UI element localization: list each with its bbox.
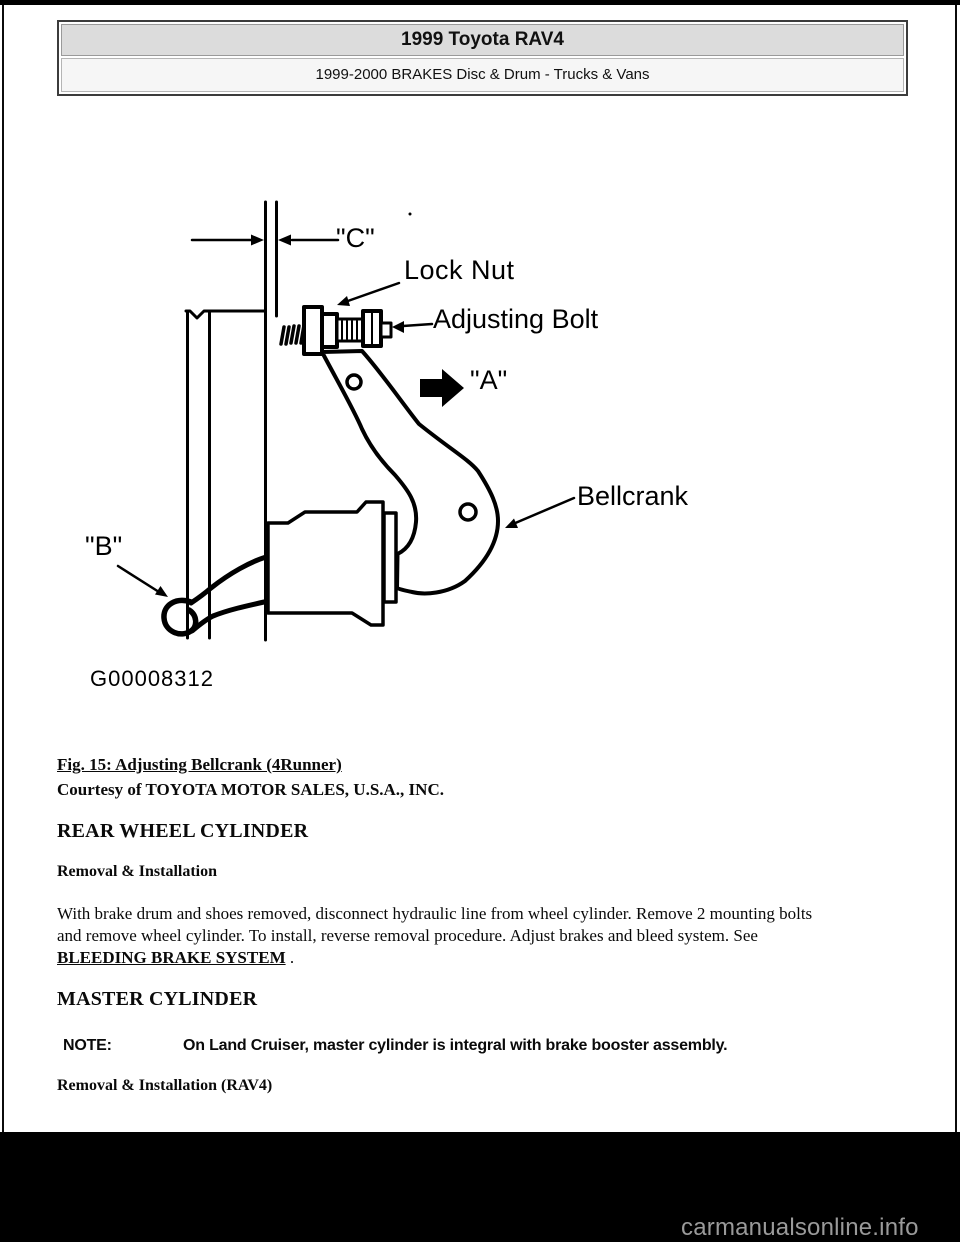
- parking-cable: [188, 554, 269, 634]
- cable-hook: [161, 597, 199, 637]
- subheading-removal-installation-rav4: Removal & Installation (RAV4): [57, 1077, 273, 1094]
- adjuster-spring: [279, 323, 306, 346]
- bellcrank-diagram-linework: [116, 200, 576, 642]
- page-left-border: [2, 5, 4, 1132]
- figure-caption: Fig. 15: Adjusting Bellcrank (4Runner): [57, 755, 342, 775]
- lock-nut-leader-arrow: [337, 281, 401, 306]
- bellcrank-hole-lower: [458, 502, 478, 522]
- lock-nut-shape: [320, 312, 339, 349]
- wheel-cylinder-shape: [266, 500, 385, 627]
- subheading-removal-installation: Removal & Installation: [57, 863, 217, 880]
- cylinder-plunger: [382, 511, 398, 604]
- bolt-threads: [335, 317, 365, 343]
- body-line: BLEEDING BRAKE SYSTEM .: [57, 947, 812, 969]
- page-top-border: [0, 0, 960, 5]
- scan-speck: [408, 212, 412, 216]
- backing-plate-lines: [264, 200, 278, 642]
- page-header: 1999 Toyota RAV4 1999-2000 BRAKES Disc &…: [57, 20, 908, 96]
- note-text: On Land Cruiser, master cylinder is inte…: [183, 1037, 728, 1054]
- adjuster-bracket: [302, 305, 324, 356]
- bellcrank-shape: [320, 349, 500, 596]
- body-paragraph: With brake drum and shoes removed, disco…: [57, 903, 812, 969]
- figure-caption-link[interactable]: Fig. 15: Adjusting Bellcrank (4Runner): [57, 755, 342, 774]
- adjusting-bolt-head: [361, 309, 393, 348]
- page-title: 1999 Toyota RAV4: [61, 24, 904, 56]
- diagram-label-adjusting-bolt: Adjusting Bolt: [433, 304, 599, 334]
- page-right-border: [955, 5, 957, 1132]
- bleeding-brake-system-link[interactable]: BLEEDING BRAKE SYSTEM: [57, 948, 286, 967]
- diagram-label-b: "B": [85, 531, 123, 561]
- link-suffix: .: [285, 948, 295, 967]
- figure-credit: Courtesy of TOYOTA MOTOR SALES, U.S.A., …: [57, 780, 444, 799]
- note-label: NOTE:: [63, 1037, 112, 1054]
- diagram-label-c: "C": [336, 223, 375, 253]
- body-line: and remove wheel cylinder. To install, r…: [57, 926, 758, 945]
- diagram-label-a: "A": [470, 365, 508, 395]
- diagram-label-bellcrank: Bellcrank: [577, 481, 689, 511]
- figure-code: G00008312: [90, 666, 214, 691]
- bellcrank-leader-arrow: [505, 496, 576, 528]
- page-subtitle: 1999-2000 BRAKES Disc & Drum - Trucks & …: [61, 58, 904, 92]
- direction-arrow-a: [420, 369, 464, 407]
- b-leader-arrow: [116, 564, 168, 597]
- drum-outline: [184, 309, 266, 640]
- adjusting-bolt-leader-arrow: [392, 321, 434, 333]
- bellcrank-hole-upper: [345, 373, 363, 391]
- figure-diagram: "C" Lock Nut Adjusting Bolt "A" Bellcran…: [85, 200, 689, 691]
- diagram-label-lock-nut: Lock Nut: [404, 255, 515, 285]
- page-bottom-band: carmanualsonline.info: [0, 1132, 960, 1242]
- watermark: carmanualsonline.info: [681, 1214, 919, 1241]
- dimension-arrows-c: [190, 234, 340, 246]
- section-heading-rear-wheel-cylinder: REAR WHEEL CYLINDER: [57, 820, 309, 842]
- body-line: With brake drum and shoes removed, disco…: [57, 904, 813, 923]
- section-heading-master-cylinder: MASTER CYLINDER: [57, 988, 258, 1010]
